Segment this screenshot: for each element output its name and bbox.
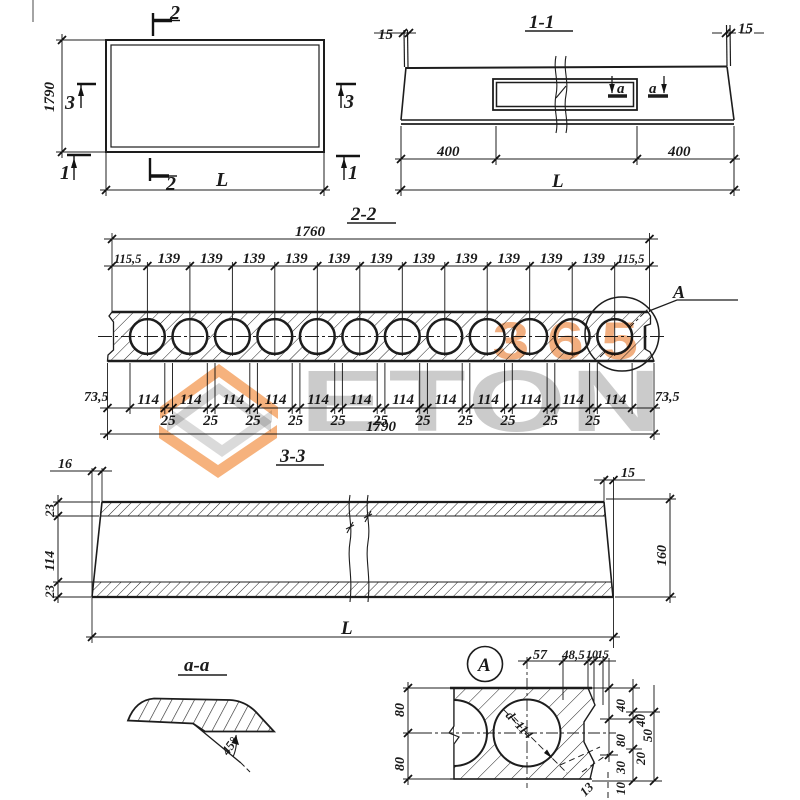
svg-text:1790: 1790 (366, 419, 397, 435)
svg-text:25: 25 (457, 413, 474, 429)
svg-text:25: 25 (500, 413, 517, 429)
svg-text:80: 80 (393, 757, 408, 771)
svg-text:114: 114 (562, 392, 584, 408)
svg-text:139: 139 (243, 251, 266, 267)
svg-text:15: 15 (621, 466, 635, 481)
svg-text:a-a: a-a (184, 655, 210, 676)
svg-text:115,5: 115,5 (617, 252, 644, 266)
svg-text:114: 114 (307, 392, 329, 408)
svg-text:1-1: 1-1 (529, 12, 554, 33)
svg-text:1: 1 (348, 162, 358, 184)
svg-text:139: 139 (158, 251, 181, 267)
svg-text:139: 139 (455, 251, 478, 267)
svg-text:15: 15 (378, 27, 394, 43)
svg-text:25: 25 (415, 413, 432, 429)
svg-text:1790: 1790 (42, 82, 58, 113)
svg-text:20: 20 (633, 752, 648, 767)
svg-text:15: 15 (738, 21, 754, 37)
svg-text:400: 400 (436, 144, 460, 160)
svg-text:57: 57 (533, 648, 548, 663)
svg-text:400: 400 (667, 144, 691, 160)
svg-text:10: 10 (586, 647, 598, 661)
svg-text:139: 139 (582, 251, 605, 267)
svg-text:139: 139 (370, 251, 393, 267)
svg-text:73,5: 73,5 (84, 390, 109, 405)
svg-text:16: 16 (58, 457, 72, 472)
svg-text:2-2: 2-2 (350, 204, 377, 225)
svg-text:23: 23 (42, 585, 57, 600)
svg-text:73,5: 73,5 (655, 390, 680, 405)
svg-text:3-3: 3-3 (279, 446, 305, 467)
svg-text:139: 139 (200, 251, 223, 267)
svg-text:25: 25 (542, 413, 559, 429)
svg-text:10: 10 (613, 782, 628, 796)
svg-text:ETON: ETON (300, 352, 666, 449)
svg-text:114: 114 (43, 551, 58, 571)
svg-text:139: 139 (540, 251, 563, 267)
svg-text:114: 114 (350, 392, 372, 408)
svg-text:139: 139 (498, 251, 521, 267)
svg-text:3: 3 (64, 92, 75, 114)
svg-text:2: 2 (165, 173, 176, 195)
svg-text:114: 114 (520, 392, 542, 408)
svg-text:80: 80 (393, 703, 408, 717)
svg-text:25: 25 (287, 413, 304, 429)
svg-text:25: 25 (584, 413, 601, 429)
svg-text:114: 114 (605, 392, 627, 408)
svg-text:1: 1 (60, 162, 70, 184)
svg-text:160: 160 (655, 545, 670, 566)
svg-text:L: L (215, 169, 228, 191)
svg-text:L: L (340, 618, 353, 639)
svg-text:40: 40 (633, 714, 648, 729)
svg-text:40: 40 (613, 699, 628, 714)
svg-text:50: 50 (640, 729, 655, 743)
svg-text:139: 139 (328, 251, 351, 267)
svg-text:48,5: 48,5 (561, 647, 585, 662)
svg-text:15: 15 (597, 647, 609, 661)
svg-text:25: 25 (202, 413, 219, 429)
svg-text:A: A (477, 655, 491, 676)
svg-text:114: 114 (137, 392, 159, 408)
svg-text:30: 30 (613, 761, 628, 776)
svg-text:114: 114 (477, 392, 499, 408)
svg-text:25: 25 (330, 413, 347, 429)
svg-text:2: 2 (169, 2, 180, 24)
svg-text:L: L (551, 171, 564, 192)
svg-text:115,5: 115,5 (114, 252, 141, 266)
svg-text:25: 25 (372, 413, 389, 429)
svg-text:a: a (617, 81, 625, 97)
svg-text:114: 114 (435, 392, 457, 408)
svg-text:139: 139 (413, 251, 436, 267)
svg-text:1760: 1760 (295, 224, 326, 240)
svg-text:3: 3 (343, 91, 354, 113)
svg-text:80: 80 (613, 734, 628, 748)
svg-text:23: 23 (42, 504, 57, 519)
svg-text:A: A (672, 282, 685, 302)
svg-text:139: 139 (285, 251, 308, 267)
svg-text:114: 114 (392, 392, 414, 408)
svg-text:365: 365 (493, 311, 656, 370)
svg-text:a: a (649, 81, 657, 97)
